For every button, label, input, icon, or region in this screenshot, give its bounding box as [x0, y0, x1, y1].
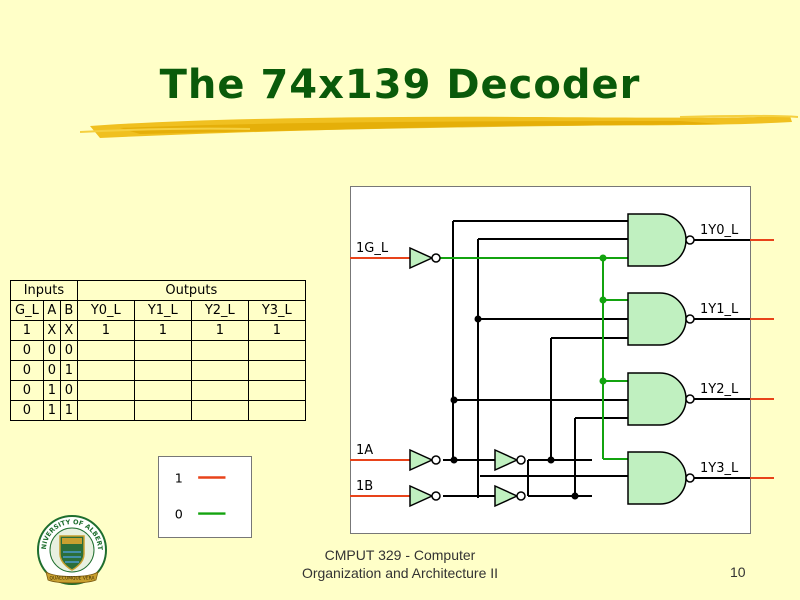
- table-cell: 0: [10, 340, 44, 361]
- input-lines-red: [350, 257, 410, 497]
- input-a-label: 1A: [356, 443, 373, 458]
- page-number: 10: [730, 564, 746, 580]
- table-row: 0 1 1: [10, 400, 306, 421]
- table-cell: [190, 360, 249, 381]
- table-cell: 1: [133, 320, 192, 341]
- inverter-a-second: [494, 448, 526, 472]
- table-row: 0 0 0: [10, 340, 306, 361]
- input-b-label: 1B: [356, 479, 373, 494]
- table-cell: 0: [10, 400, 44, 421]
- column-header: Y0_L: [76, 300, 135, 321]
- nand-gate-y0: [627, 213, 695, 267]
- legend-zero-label: 0: [175, 506, 183, 521]
- inverter-b-second: [494, 484, 526, 508]
- footer-line-1: CMPUT 329 - Computer: [324, 547, 476, 563]
- inverter-a: [409, 448, 441, 472]
- nand-gate-y3: [627, 451, 695, 505]
- table-cell: 1: [247, 320, 306, 341]
- enable-input-label: 1G_L: [356, 241, 389, 256]
- inverter-g: [409, 246, 441, 270]
- table-cell: 0: [59, 340, 78, 361]
- table-cell: [133, 360, 192, 381]
- slide-footer: CMPUT 329 - Computer Organization and Ar…: [270, 546, 530, 582]
- decoder-circuit: 1G_L 1A 1B 1Y0_L 1Y1_L 1Y2_L 1Y3_L: [350, 186, 774, 534]
- column-header: Y3_L: [247, 300, 306, 321]
- table-cell: 1: [42, 380, 61, 401]
- truth-table-group-header: Inputs Outputs: [10, 280, 306, 301]
- table-cell: [133, 380, 192, 401]
- table-cell: [133, 340, 192, 361]
- output-y0-label: 1Y0_L: [700, 223, 739, 238]
- output-y2-label: 1Y2_L: [700, 382, 739, 397]
- table-cell: [247, 400, 306, 421]
- outputs-group-header: Outputs: [76, 280, 306, 301]
- table-cell: [190, 400, 249, 421]
- table-cell: 1: [59, 400, 78, 421]
- table-cell: X: [42, 320, 61, 341]
- output-y3-label: 1Y3_L: [700, 461, 739, 476]
- table-cell: 0: [10, 360, 44, 381]
- column-header: Y1_L: [133, 300, 192, 321]
- table-cell: 1: [76, 320, 135, 341]
- legend-one-label: 1: [175, 470, 183, 485]
- inverter-b: [409, 484, 441, 508]
- table-cell: 1: [190, 320, 249, 341]
- column-header: B: [59, 300, 78, 321]
- table-cell: [190, 380, 249, 401]
- table-cell: [133, 400, 192, 421]
- truth-table-column-header: G_L A B Y0_L Y1_L Y2_L Y3_L: [10, 300, 306, 321]
- slide-title: The 74x139 Decoder: [159, 62, 641, 108]
- table-cell: 1: [10, 320, 44, 341]
- table-cell: [76, 340, 135, 361]
- table-cell: [76, 360, 135, 381]
- table-cell: [247, 360, 306, 381]
- table-cell: 1: [42, 400, 61, 421]
- table-cell: [76, 400, 135, 421]
- table-cell: 0: [42, 360, 61, 381]
- inputs-group-header: Inputs: [10, 280, 78, 301]
- output-y1-label: 1Y1_L: [700, 302, 739, 317]
- column-header: A: [42, 300, 61, 321]
- table-cell: 1: [59, 360, 78, 381]
- table-cell: 0: [59, 380, 78, 401]
- table-cell: [247, 340, 306, 361]
- footer-line-2: Organization and Architecture II: [301, 565, 499, 581]
- table-cell: [247, 380, 306, 401]
- table-row: 0 0 1: [10, 360, 306, 381]
- column-header: G_L: [10, 300, 44, 321]
- table-cell: 0: [10, 380, 44, 401]
- nand-gate-y1: [627, 292, 695, 346]
- title-underline-brush: [80, 114, 799, 138]
- table-cell: [76, 380, 135, 401]
- output-wires: [694, 239, 750, 479]
- table-cell: [190, 340, 249, 361]
- table-row: 1 X X 1 1 1 1: [10, 320, 306, 341]
- enable-line-green: [440, 257, 628, 460]
- table-row: 0 1 0: [10, 380, 306, 401]
- university-of-alberta-logo: UNIVERSITY OF ALBERTA QUAECUMQUE VERA: [36, 514, 107, 585]
- table-cell: 0: [42, 340, 61, 361]
- table-cell: X: [59, 320, 78, 341]
- output-lines-red: [750, 239, 774, 479]
- junction-dots: [450, 254, 607, 500]
- truth-table: Inputs Outputs G_L A B Y0_L Y1_L Y2_L Y3…: [10, 280, 306, 421]
- column-header: Y2_L: [190, 300, 249, 321]
- signal-legend: 1 0: [158, 456, 252, 538]
- logo-motto: QUAECUMQUE VERA: [49, 576, 94, 582]
